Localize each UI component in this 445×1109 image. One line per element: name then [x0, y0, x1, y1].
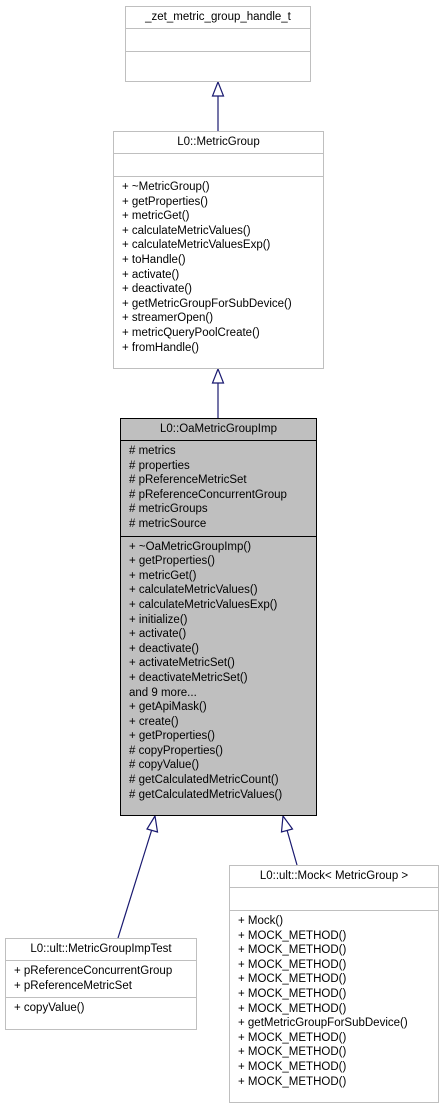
methods-section [126, 51, 310, 74]
method-item: + ~OaMetricGroupImp() [129, 540, 252, 553]
class-title: L0::OaMetricGroupImp [160, 423, 277, 435]
method-item: + getProperties() [129, 730, 215, 743]
edge-mock-to-oaimp [286, 829, 298, 866]
arrowhead-oaimp-left [146, 814, 159, 833]
class-mock-metric-group[interactable]: L0::ult::Mock< MetricGroup > + Mock() + … [229, 865, 439, 1103]
attribute-item: + pReferenceConcurrentGroup [14, 965, 173, 977]
method-item: + getMetricGroupForSubDevice() [122, 297, 292, 310]
method-item: + getProperties() [122, 195, 208, 208]
class-title: L0::MetricGroup [177, 136, 260, 148]
method-item: # copyValue() [129, 759, 200, 772]
method-item: + fromHandle() [122, 341, 200, 354]
method-item: + create() [129, 715, 179, 728]
attributes-section [230, 887, 438, 910]
method-item: + MOCK_METHOD() [238, 929, 347, 942]
method-item: + MOCK_METHOD() [238, 1075, 347, 1088]
class-title: L0::ult::Mock< MetricGroup > [259, 870, 409, 882]
method-item: + toHandle() [122, 253, 186, 266]
arrowhead-oaimp-right [280, 814, 294, 833]
method-item: + calculateMetricValuesExp() [122, 239, 271, 252]
method-item: + Mock() [238, 915, 284, 927]
class-title: _zet_metric_group_handle_t [145, 11, 291, 23]
edge-imptest-to-oaimp [117, 828, 153, 939]
method-item: + MOCK_METHOD() [238, 944, 347, 957]
methods-section: + copyValue() [6, 997, 196, 1020]
class-metric-group-imp-test[interactable]: L0::ult::MetricGroupImpTest + pReference… [5, 938, 197, 1030]
method-item: + activate() [129, 628, 187, 641]
class-metric-group[interactable]: L0::MetricGroup + ~MetricGroup() + getPr… [113, 131, 324, 369]
method-item: + MOCK_METHOD() [238, 973, 347, 986]
attributes-section: + pReferenceConcurrentGroup + pReference… [6, 960, 196, 997]
method-item: + deactivateMetricSet() [129, 671, 248, 684]
attribute-item: # properties [129, 459, 190, 472]
method-item: + copyValue() [14, 1002, 85, 1015]
attribute-item: # metricSource [129, 517, 207, 530]
method-item: + getApiMask() [129, 701, 207, 714]
attribute-item: # pReferenceConcurrentGroup [129, 488, 287, 501]
attribute-item: # metrics [129, 445, 176, 457]
method-item: + initialize() [129, 613, 188, 626]
method-item: + ~MetricGroup() [122, 181, 210, 193]
method-item: # getCalculatedMetricCount() [129, 774, 279, 787]
class-oa-metric-group-imp[interactable]: L0::OaMetricGroupImp # metrics # propert… [120, 418, 317, 816]
method-item: + getProperties() [129, 555, 215, 568]
method-item: # getCalculatedMetricValues() [129, 788, 283, 801]
attribute-item: # metricGroups [129, 503, 208, 516]
method-item: + MOCK_METHOD() [238, 1060, 347, 1073]
method-item: + activate() [122, 268, 180, 281]
method-item: + MOCK_METHOD() [238, 1031, 347, 1044]
more-methods-link[interactable]: and 9 more... [129, 686, 197, 699]
attributes-section [126, 28, 310, 51]
method-item: + MOCK_METHOD() [238, 1046, 347, 1059]
method-item: + calculateMetricValues() [122, 224, 251, 237]
method-item: + calculateMetricValuesExp() [129, 598, 278, 611]
method-item: + metricGet() [129, 569, 197, 582]
attributes-section: # metrics # properties # pReferenceMetri… [121, 440, 316, 536]
method-item: + activateMetricSet() [129, 657, 235, 670]
attribute-item: # pReferenceMetricSet [129, 474, 247, 487]
method-item: + MOCK_METHOD() [238, 958, 347, 971]
methods-section: + ~MetricGroup() + getProperties() + met… [114, 176, 323, 359]
arrowhead-metricgroup [211, 367, 225, 384]
method-item: + MOCK_METHOD() [238, 1002, 347, 1015]
method-item: + MOCK_METHOD() [238, 987, 347, 1000]
method-item: + metricGet() [122, 210, 190, 223]
method-item: + streamerOpen() [122, 312, 214, 325]
methods-section: + Mock() + MOCK_METHOD() + MOCK_METHOD()… [230, 910, 438, 1093]
method-item: + deactivate() [122, 283, 192, 296]
methods-section: + ~OaMetricGroupImp() + getProperties() … [121, 535, 316, 807]
class-title: L0::ult::MetricGroupImpTest [30, 943, 172, 955]
method-item: + deactivate() [129, 642, 199, 655]
method-item: + getMetricGroupForSubDevice() [238, 1017, 408, 1030]
method-item: + calculateMetricValues() [129, 584, 258, 597]
method-item: + metricQueryPoolCreate() [122, 326, 260, 339]
attributes-section [114, 153, 323, 176]
arrowhead-zet [211, 80, 225, 97]
class-zet-metric-group-handle[interactable]: _zet_metric_group_handle_t [125, 6, 311, 82]
method-item: # copyProperties() [129, 744, 223, 757]
attribute-item: + pReferenceMetricSet [14, 979, 132, 992]
